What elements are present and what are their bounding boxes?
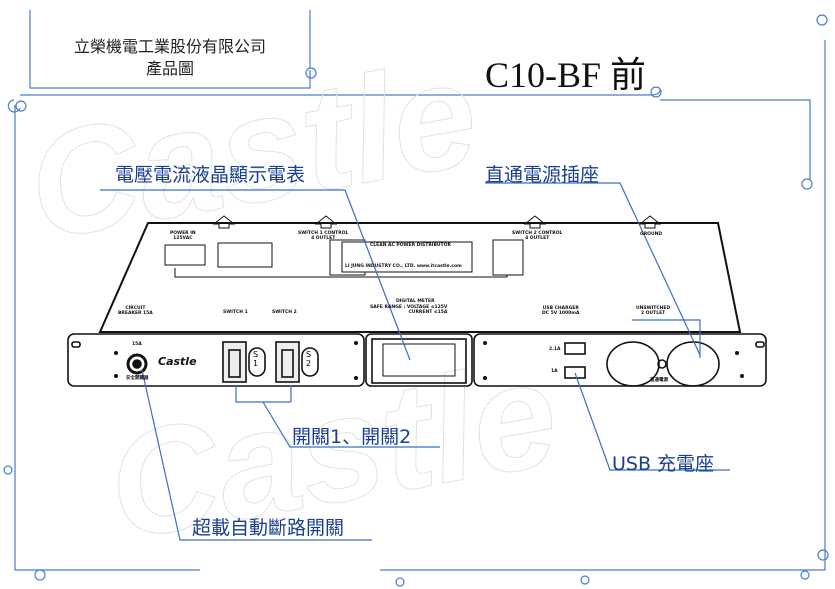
label-switch1-control: SWITCH 1 CONTROL 4 OUTLET <box>298 231 349 241</box>
s1-badge: S1 <box>253 350 259 368</box>
company-subtitle: 產品圖 <box>145 58 194 78</box>
callout-usb: USB 充電座 <box>612 453 715 475</box>
label-ground: GROUND <box>640 232 663 237</box>
outlet-label: 直通電源 <box>650 378 668 383</box>
label-switch2-control: SWITCH 2 CONTROL 4 OUTLET <box>512 231 563 241</box>
callout-meter: 電壓電流液晶顯示電表 <box>115 164 306 186</box>
callout-switches: 開關1、開關2 <box>292 426 412 448</box>
label-safe-range: SAFE RANGE : VOLTAGE ≤125V CURRENT ≤15A <box>370 305 448 315</box>
front-panel <box>67 333 767 387</box>
usb-low-label: 1A <box>551 369 558 374</box>
company-name: 立榮機電工業股份有限公司 <box>73 37 266 56</box>
label-switch2: SWITCH 2 <box>272 310 297 315</box>
company-label: 立榮機電工業股份有限公司 產品圖 <box>40 36 300 79</box>
top-panel <box>98 215 742 333</box>
label-product-title: CLEAN AC POWER DISTRIBUTOR <box>370 243 451 248</box>
label-unswitched: UNSWITCHED 2 OUTLET <box>636 306 671 316</box>
label-digital-meter: DIGITAL METER <box>396 299 435 304</box>
label-product-footer: LI JUNG INDUSTRY CO., LTD. www.itcastle.… <box>345 264 462 269</box>
label-power-in: POWER IN 125VAC <box>170 231 196 241</box>
label-switch1: SWITCH 1 <box>223 310 248 315</box>
label-breaker-cn: 安全開關器 <box>126 376 149 381</box>
s2-badge: S2 <box>306 350 312 368</box>
label-breaker-rating: 15A <box>132 342 142 347</box>
usb-high-label: 2.1A <box>549 347 561 352</box>
watermark-castle: Castle Castle <box>16 27 570 572</box>
model-title: C10-BF 前 <box>485 55 647 95</box>
label-circuit-breaker: CIRCUIT BREAKER 15A <box>118 306 153 316</box>
label-usb-charger: USB CHARGER DC 5V 1000mA <box>542 306 580 316</box>
leader-lines <box>100 182 730 541</box>
callout-outlet: 直通電源插座 <box>485 164 600 186</box>
callout-breaker: 超載自動斷路開關 <box>192 517 345 539</box>
castle-logo: Castle <box>158 355 197 368</box>
frame-lines <box>3 10 829 587</box>
